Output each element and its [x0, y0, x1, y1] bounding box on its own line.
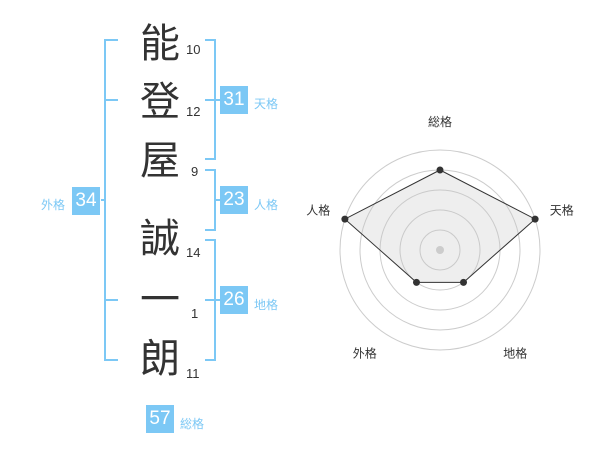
radar-axis-label: 外格: [353, 346, 377, 361]
bracket-tick: [104, 359, 118, 361]
radar-ring: [419, 229, 461, 271]
name-char-5: 一: [140, 277, 180, 323]
radar-point: [531, 215, 539, 223]
radar-axis-label: 地格: [503, 346, 527, 361]
stroke-count-4: 14: [186, 245, 201, 260]
radar-ring: [399, 209, 481, 291]
radar-center: [436, 246, 444, 254]
bracket-tick: [205, 239, 216, 241]
stroke-count-6: 11: [186, 366, 200, 381]
name-char-3: 屋: [140, 138, 180, 184]
radar-axis-label: 人格: [306, 202, 330, 217]
bracket-tick: [205, 158, 216, 160]
jinkaku-label: 人格: [254, 198, 279, 212]
tenkaku-value: 31: [220, 86, 248, 114]
radar-axis-label: 総格: [428, 114, 452, 129]
radar-point: [341, 215, 349, 223]
soukaku-label: 総格: [180, 417, 205, 431]
jinkaku-value: 23: [220, 186, 248, 214]
name-char-4: 誠: [140, 216, 180, 262]
radar-axis-label: 天格: [550, 202, 574, 217]
radar-point: [412, 278, 420, 286]
chikaku-label: 地格: [254, 298, 279, 312]
bracket-tick: [104, 299, 118, 301]
soukaku-value: 57: [146, 405, 174, 433]
stroke-count-2: 12: [186, 104, 201, 119]
name-char-6: 朗: [140, 336, 180, 382]
gaikaku-label: 外格: [41, 198, 66, 212]
name-char-1: 能: [140, 21, 180, 67]
radar-ring: [339, 149, 541, 351]
name-char-2: 登: [140, 79, 180, 125]
bracket-connector: [101, 199, 106, 201]
radar-point: [460, 278, 468, 286]
bracket-tick: [205, 229, 216, 231]
bracket-connector: [214, 199, 222, 201]
bracket-tick: [104, 99, 118, 101]
gaikaku-value: 34: [72, 187, 100, 215]
bracket-tick: [205, 359, 216, 361]
tenkaku-label: 天格: [254, 97, 279, 111]
radar-area: [344, 169, 536, 283]
stroke-count-3: 9: [191, 164, 199, 179]
chikaku-value: 26: [220, 286, 248, 314]
bracket-connector: [205, 99, 222, 101]
bracket-tick: [205, 39, 216, 41]
radar-point: [436, 166, 444, 174]
stroke-count-5: 1: [191, 306, 199, 321]
bracket-connector: [205, 299, 222, 301]
stroke-count-1: 10: [186, 42, 201, 57]
bracket-tick: [205, 169, 216, 171]
bracket-tick: [104, 39, 118, 41]
